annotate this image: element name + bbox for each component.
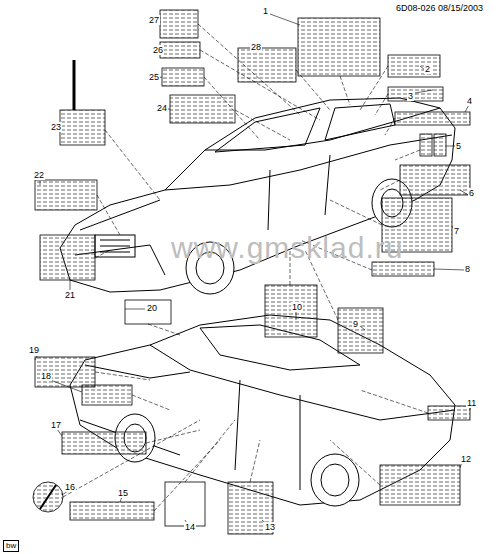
callout-number: 19 — [28, 345, 40, 355]
callout-number: 11 — [466, 398, 477, 408]
callout-number: 17 — [50, 420, 62, 430]
callout-number: 22 — [33, 170, 45, 180]
callout-number: 28 — [250, 42, 262, 52]
callout-number: 12 — [460, 454, 472, 464]
callout-number: 8 — [464, 264, 471, 274]
callout-number: 2 — [424, 64, 431, 74]
callout-number: 9 — [352, 319, 359, 329]
callout-number: 16 — [64, 482, 76, 492]
callout-number: 18 — [40, 371, 52, 381]
callout-number: 6 — [468, 188, 475, 198]
callout-number: 24 — [156, 103, 168, 113]
callout-number: 20 — [146, 303, 158, 313]
callout-number: 15 — [117, 488, 129, 498]
callout-number: 3 — [407, 91, 414, 101]
callout-number: 1 — [262, 6, 269, 16]
callout-number: 10 — [291, 302, 303, 312]
drawing-code: 6D08-026 08/15/2003 — [395, 3, 484, 13]
callout-number: 23 — [50, 122, 62, 132]
callout-number: 5 — [455, 141, 462, 151]
callout-number: 21 — [64, 290, 76, 300]
callout-number: 14 — [184, 522, 196, 532]
watermark: www.gmsklad.ru — [170, 232, 404, 264]
callout-number: 25 — [148, 72, 160, 82]
callout-number: 7 — [453, 226, 460, 236]
callout-number: 27 — [148, 15, 160, 25]
callout-number: 13 — [264, 522, 276, 532]
corner-tag: bw — [3, 540, 19, 552]
callout-number: 26 — [152, 45, 164, 55]
callout-number: 4 — [466, 96, 473, 106]
